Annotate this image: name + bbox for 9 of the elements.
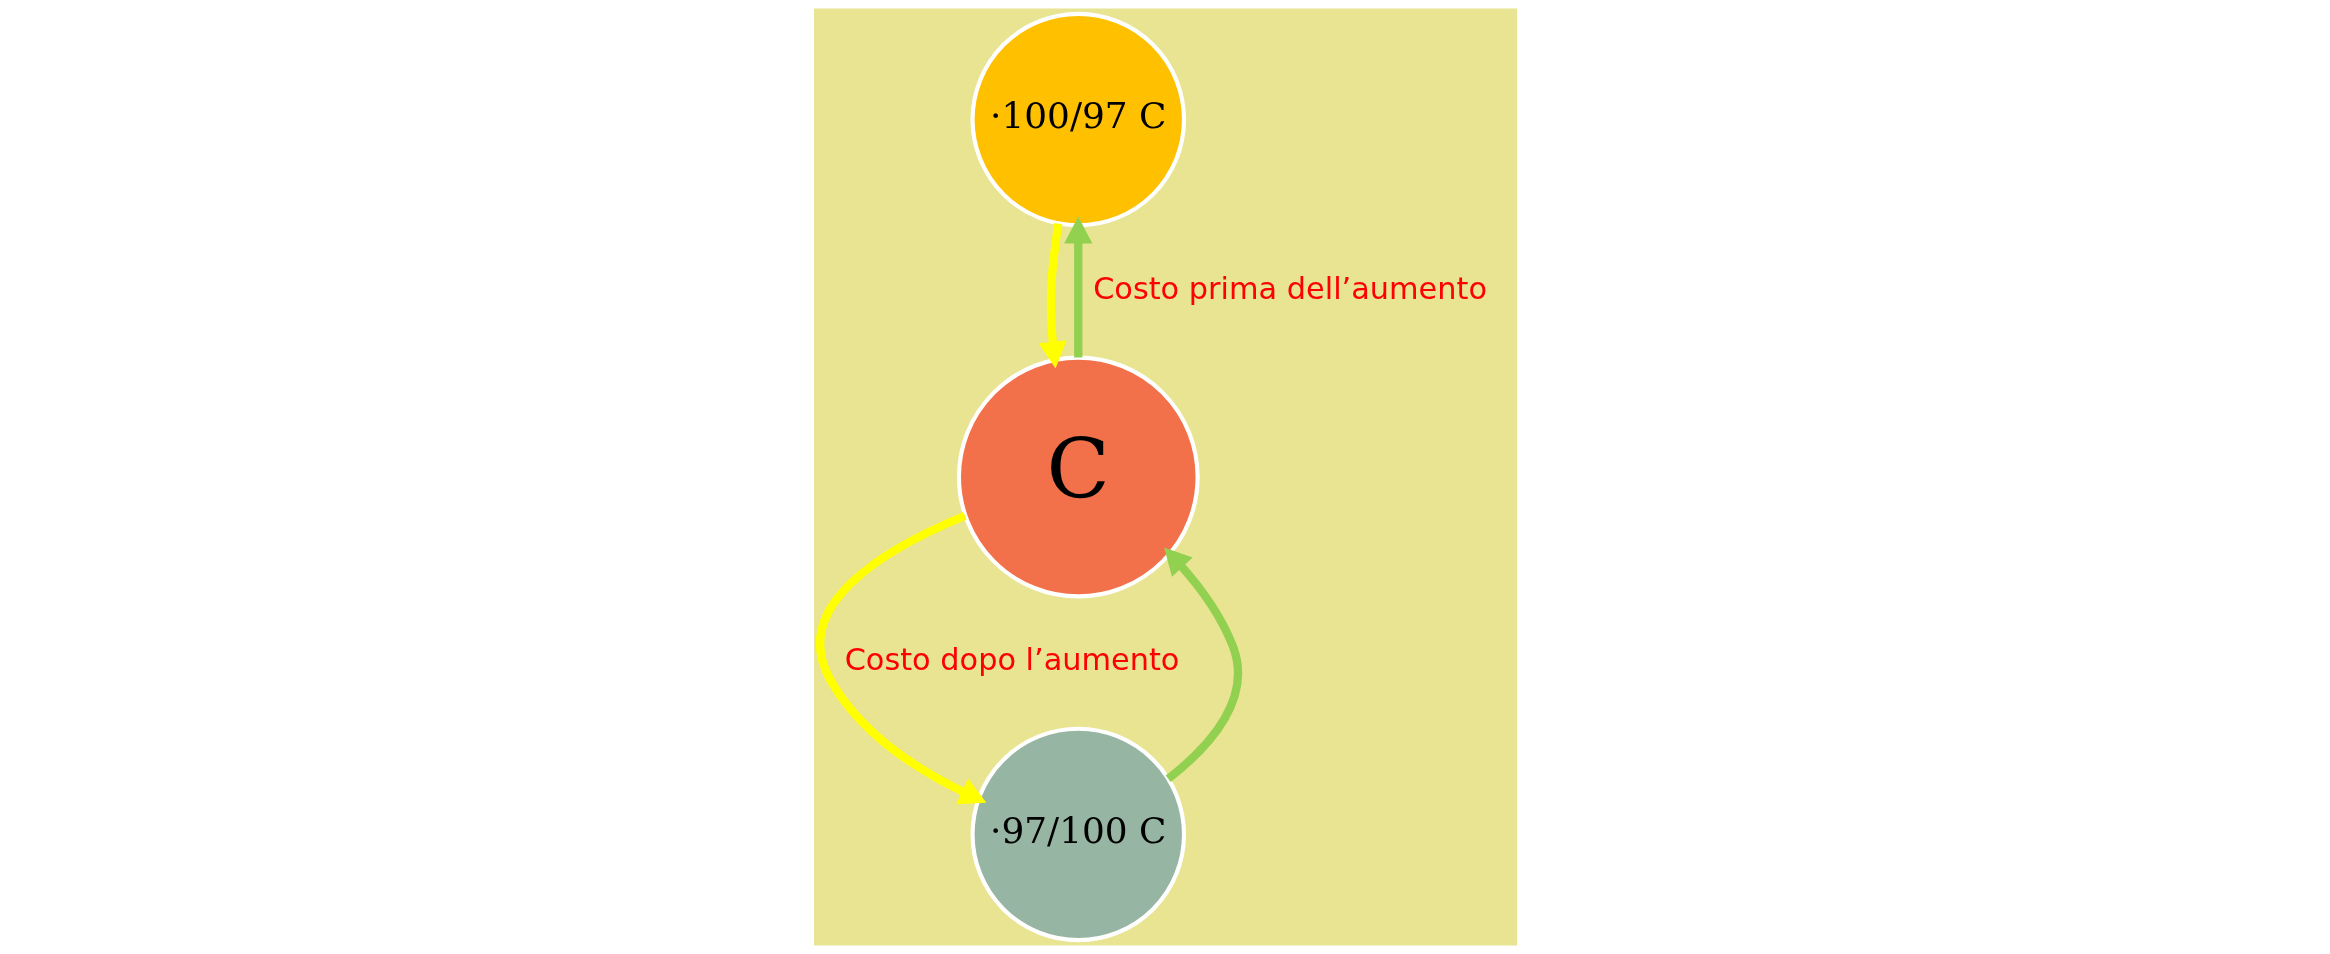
node-circle: C	[956, 355, 1200, 599]
edge-label: Costo dopo l’aumento	[844, 642, 1179, 678]
edge-label: Costo prima dell’aumento	[1092, 271, 1487, 307]
arrow	[815, 511, 986, 805]
node-circle: ·97/100 C	[969, 726, 1186, 943]
arrow	[1038, 223, 1067, 369]
arrow	[1063, 216, 1092, 358]
arrow	[1163, 547, 1242, 782]
node-circle: ·100/97 C	[969, 11, 1186, 228]
